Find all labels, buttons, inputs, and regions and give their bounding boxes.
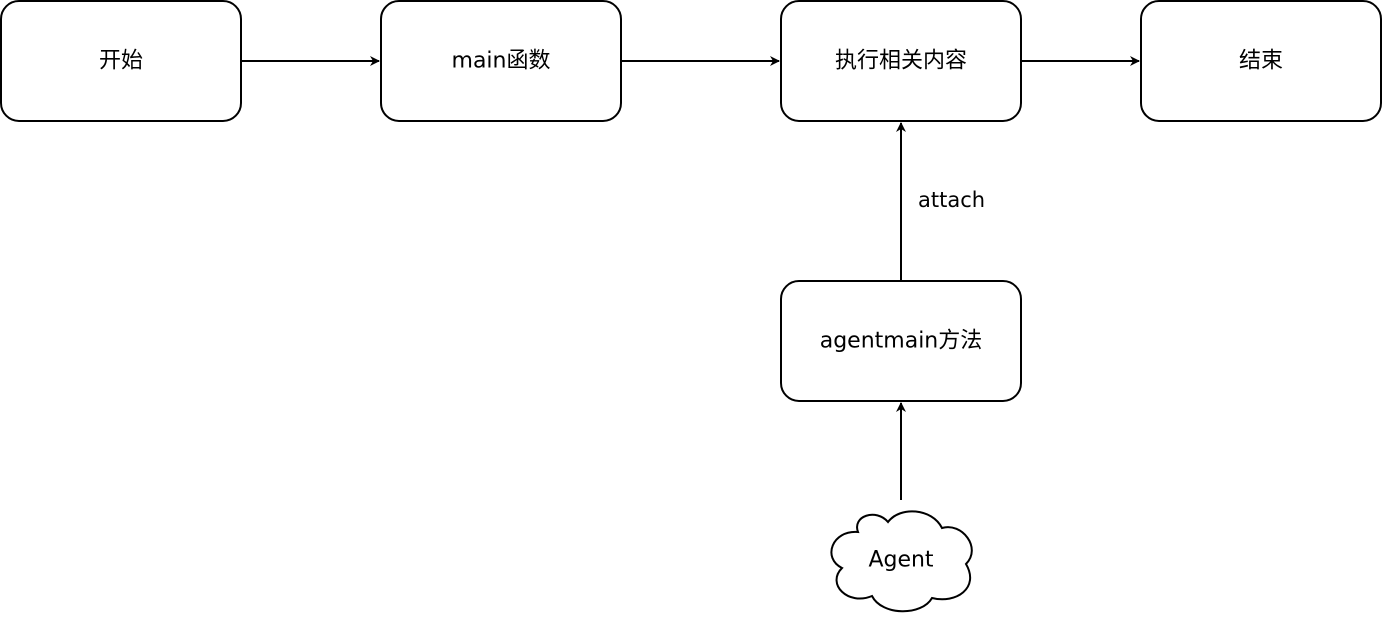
node-end[interactable]: 结束	[1140, 0, 1382, 122]
node-execute-label: 执行相关内容	[835, 49, 967, 74]
node-execute[interactable]: 执行相关内容	[780, 0, 1022, 122]
node-agentmain-label: agentmain方法	[820, 329, 983, 354]
node-start[interactable]: 开始	[0, 0, 242, 122]
node-main-function[interactable]: main函数	[380, 0, 622, 122]
node-agentmain[interactable]: agentmain方法	[780, 280, 1022, 402]
edge-label-attach: attach	[918, 188, 985, 212]
node-main-function-label: main函数	[452, 49, 551, 74]
node-start-label: 开始	[99, 49, 143, 74]
node-agent-cloud[interactable]: Agent	[830, 510, 973, 613]
node-end-label: 结束	[1239, 49, 1283, 74]
node-agent-label: Agent	[868, 548, 933, 573]
